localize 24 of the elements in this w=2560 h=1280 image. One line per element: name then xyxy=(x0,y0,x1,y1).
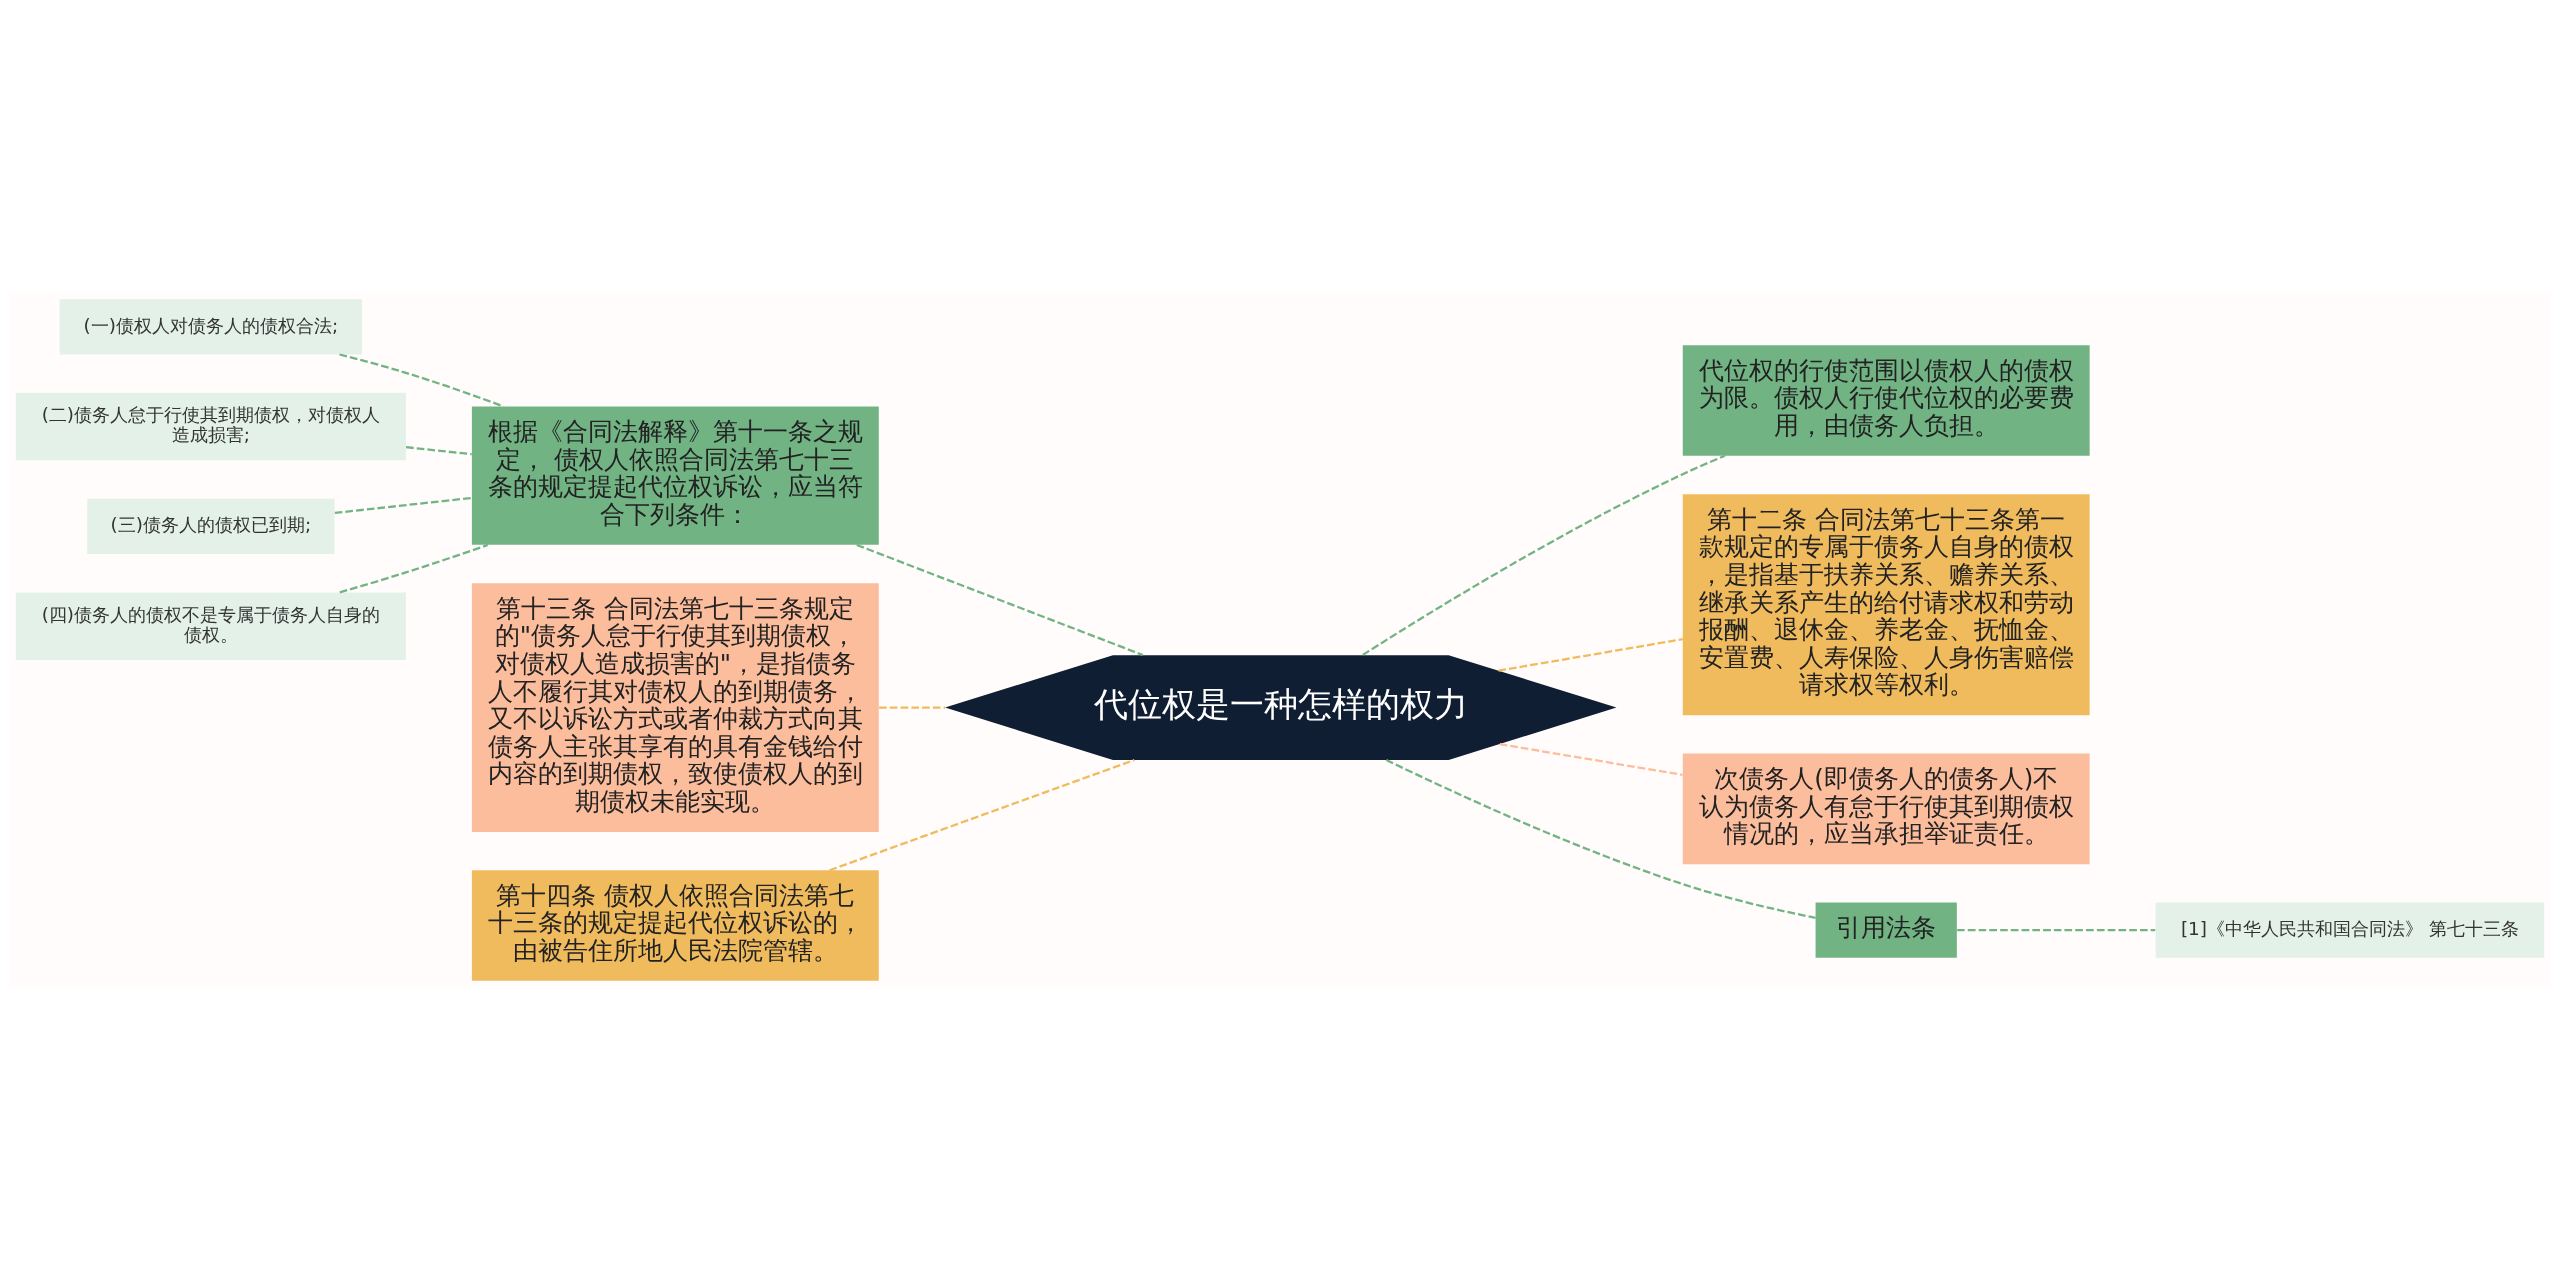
connector xyxy=(1957,929,2156,932)
connector xyxy=(339,353,504,408)
node-box: 次债务人(即债务人的债务人)不认为债务人有怠于行使其到期债权情况的，应当承担举证责任。 xyxy=(1682,753,2090,865)
node-box: (一)债权人对债务人的债权合法; xyxy=(59,299,363,355)
node-box: 第十二条 合同法第七十三条第一款规定的专属于债务人自身的债权，是指基于扶养关系、赡养关系、继承关系产生的给付请求权和劳动报酬、退休金、养老金、抚恤金、安置费、人寿保险、人身伤害赔偿请求权等权利。 xyxy=(1682,494,2090,716)
node-box: 引用法条 xyxy=(1815,902,1957,958)
node-box: 代位权的行使范围以债权人的债权为限。债权人行使代位权的必要费用，由债务人负担。 xyxy=(1682,345,2090,456)
connector xyxy=(856,543,1144,657)
node-box: (三)债务人的债权已到期; xyxy=(87,498,335,554)
connector xyxy=(829,758,1135,872)
connector xyxy=(1362,454,1726,656)
node-box: [1]《中华人民共和国合同法》 第七十三条 xyxy=(2155,902,2545,958)
connector xyxy=(405,446,472,456)
node-box: (二)债务人怠于行使其到期债权，对债权人造成损害; xyxy=(15,392,406,461)
connector xyxy=(334,496,472,515)
connector xyxy=(1499,743,1683,777)
node-box: 根据《合同法解释》第十一条之规定， 债权人依照合同法第七十三条的规定提起代位权诉讼，应当符合下列条件： xyxy=(471,406,879,545)
connector xyxy=(339,543,489,594)
connector xyxy=(1385,759,1816,919)
connector xyxy=(1498,638,1683,672)
node-box: 第十四条 债权人依照合同法第七十三条的规定提起代位权诉讼的，由被告住所地人民法院管辖。 xyxy=(471,870,879,981)
node-box: 第十三条 合同法第七十三条规定的"债务人怠于行使其到期债权，对债权人造成损害的"，是指债务人不履行其对债权人的到期债务，又不以诉讼方式或者仲裁方式向其债务人主张其享有的具有金钱给付内容的到期债权，致使债权人的到期债权未能实现。 xyxy=(471,583,879,832)
node-box: (四)债务人的债权不是专属于债务人自身的债权。 xyxy=(15,592,406,660)
connector xyxy=(879,706,945,709)
